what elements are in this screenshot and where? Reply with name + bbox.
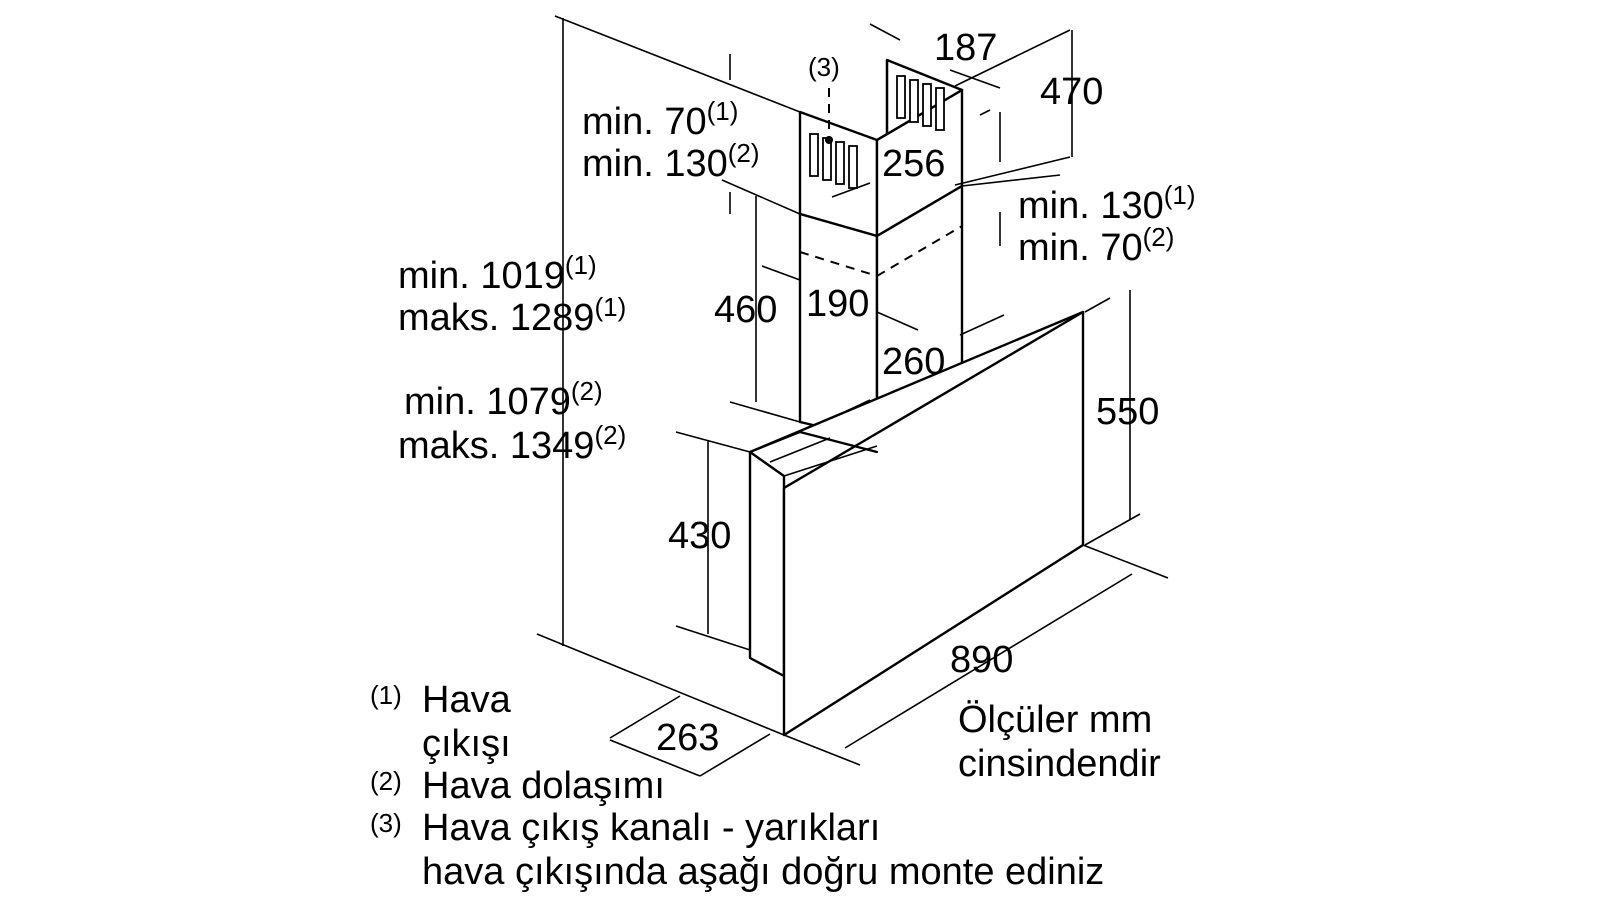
legend-3-line1: Hava çıkış kanalı - yarıkları xyxy=(422,807,880,849)
dim-187: 187 xyxy=(934,27,997,69)
legend-1-line1: Hava xyxy=(422,679,512,721)
dim-430: 430 xyxy=(668,515,731,557)
dim-256: 256 xyxy=(882,143,945,185)
vent-slots-right xyxy=(896,75,945,131)
dimension-lines xyxy=(536,15,1169,777)
dim-460: 460 xyxy=(714,289,777,331)
clearance-top-line1: min. 70(1) xyxy=(582,96,738,143)
legend: (1) Hava çıkışı (2) Hava dolaşımı (3) Ha… xyxy=(370,679,1104,893)
legend-3-line2: hava çıkışında aşağı doğru monte ediniz xyxy=(422,851,1104,893)
units-note-line2: cinsindendir xyxy=(958,743,1161,785)
height-range-1-line1: min. 1019(1) xyxy=(398,250,597,297)
dim-260: 260 xyxy=(882,341,945,383)
dim-263: 263 xyxy=(656,717,719,759)
callout-3-label: (3) xyxy=(808,52,840,82)
legend-1-index: (1) xyxy=(370,680,402,710)
dim-470: 470 xyxy=(1040,71,1103,113)
clearance-right-line2: min. 70(2) xyxy=(1018,222,1174,269)
height-range-1-line2: maks. 1289(1) xyxy=(398,292,626,339)
dim-190: 190 xyxy=(806,283,869,325)
dim-550: 550 xyxy=(1096,391,1159,433)
upper-chimney xyxy=(798,58,964,238)
hood-body xyxy=(748,310,1085,737)
legend-3-index: (3) xyxy=(370,808,402,838)
dim-890: 890 xyxy=(950,639,1013,681)
legend-2-line1: Hava dolaşımı xyxy=(422,765,665,807)
clearance-right-line1: min. 130(1) xyxy=(1018,180,1196,227)
height-range-2-line1: min. 1079(2) xyxy=(404,376,603,423)
clearance-top-line2: min. 130(2) xyxy=(582,138,760,185)
units-note-line1: Ölçüler mm xyxy=(958,699,1152,741)
height-range-2-line2: maks. 1349(2) xyxy=(398,420,626,467)
legend-1-line2: çıkışı xyxy=(422,723,511,765)
vent-slots-left xyxy=(809,133,858,189)
legend-2-index: (2) xyxy=(370,766,402,796)
